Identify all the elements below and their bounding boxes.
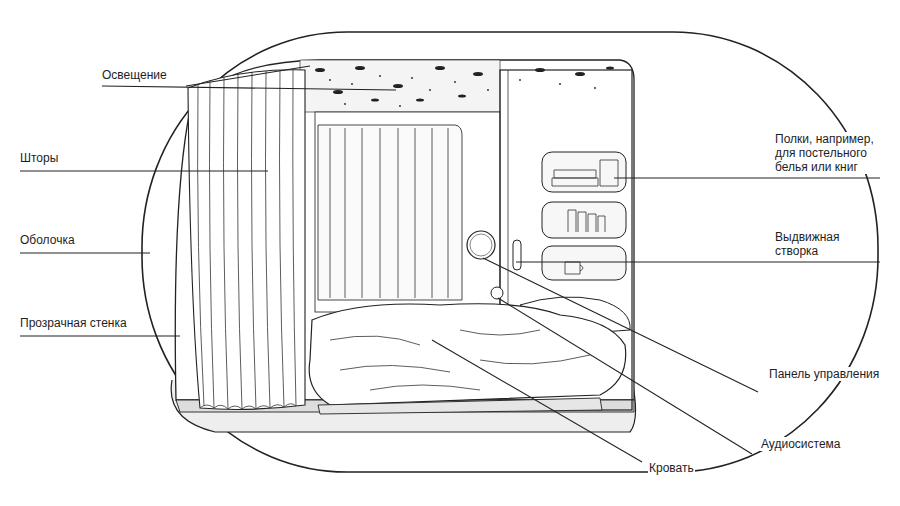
leader-lines-part xyxy=(20,252,150,253)
ceiling-lights-part xyxy=(355,66,365,70)
leader-lines-part xyxy=(20,335,180,336)
part-label: Оболочка xyxy=(19,233,76,247)
ceiling-lights-part xyxy=(411,77,413,79)
ceiling-lights-part xyxy=(519,79,521,81)
bed-part xyxy=(330,330,590,390)
bed-part xyxy=(318,398,602,414)
ceiling-lights-part xyxy=(559,83,561,85)
ceiling-lights-part xyxy=(371,98,379,101)
control-panel-part xyxy=(470,234,492,256)
shelves-part xyxy=(565,262,583,274)
part-label: Полки, например, для постельного белья и… xyxy=(774,132,892,174)
part-label: Панель управления xyxy=(768,367,880,381)
ceiling-lights-part xyxy=(329,79,331,81)
bed xyxy=(309,297,630,414)
curtain-part xyxy=(200,404,296,409)
ceiling-lights-part xyxy=(429,89,431,91)
leader-lines-part xyxy=(102,86,396,90)
back-wall xyxy=(315,112,500,312)
ceiling-lights-part xyxy=(575,72,585,76)
ceiling-lights-part xyxy=(315,68,325,72)
leader-lines-part xyxy=(432,340,642,462)
ceiling-lights-part xyxy=(487,89,489,91)
ceiling-lights-part xyxy=(473,72,483,76)
capsule-shell xyxy=(142,32,878,472)
ceiling-lights-part xyxy=(606,66,614,69)
ceiling-lights-part xyxy=(454,81,456,83)
capsule-shell-part xyxy=(142,32,878,472)
ceiling-lights xyxy=(300,60,614,112)
part-label: Кровать xyxy=(648,461,695,475)
shelves-part xyxy=(542,152,626,192)
part-label: Выдвижная створка xyxy=(774,230,876,258)
bed-part xyxy=(309,304,626,405)
part-label: Освещение xyxy=(101,68,168,82)
ceiling-lights-part xyxy=(300,60,500,112)
ceiling-lights-part xyxy=(435,66,445,70)
curtain xyxy=(186,66,310,409)
back-wall-part xyxy=(315,112,500,312)
ceiling-lights-part xyxy=(416,98,424,101)
curtain-part xyxy=(186,66,310,86)
back-wall-part xyxy=(318,125,462,300)
shelves-part xyxy=(542,202,626,238)
ceiling-lights-part xyxy=(594,87,596,89)
leader-lines-part xyxy=(483,258,758,392)
ceiling-lights-part xyxy=(393,84,403,88)
front-opening xyxy=(175,60,634,412)
ceiling-lights-part xyxy=(333,90,343,94)
part-label: Прозрачная стенка xyxy=(19,316,128,330)
leader-lines-part xyxy=(20,170,268,171)
leader-lines xyxy=(20,86,880,462)
control-panel-part xyxy=(491,287,503,299)
shelves-part xyxy=(552,160,618,186)
shelves-part xyxy=(568,210,605,232)
sliding-door-part xyxy=(513,240,521,270)
leader-lines-part xyxy=(614,177,880,178)
part-label: Аудиосистема xyxy=(760,437,842,451)
shelves-part xyxy=(542,246,626,280)
ceiling-lights-part xyxy=(458,94,466,97)
leader-lines-part xyxy=(516,261,880,262)
back-wall-part xyxy=(330,128,448,298)
curtain-part xyxy=(198,70,296,409)
ceiling-lights-part xyxy=(344,103,346,105)
ceiling-lights-part xyxy=(351,83,353,85)
curtain-part xyxy=(188,70,305,410)
shelves xyxy=(542,152,626,280)
ceiling-lights-part xyxy=(379,75,381,77)
part-label: Шторы xyxy=(19,151,59,165)
control-panel-part xyxy=(467,231,495,259)
leader-lines-part xyxy=(498,298,752,454)
ceiling-lights-part xyxy=(399,105,401,107)
